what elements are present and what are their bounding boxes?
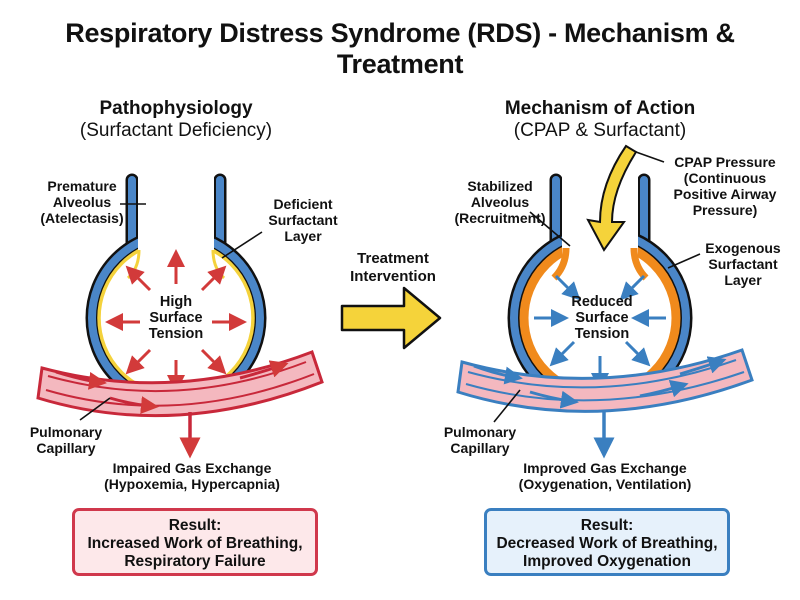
left-result-heading: Result: — [168, 517, 222, 534]
left-leaders — [79, 203, 263, 421]
arrow-up-right — [200, 265, 227, 292]
page-title: Respiratory Distress Syndrome (RDS) - Me… — [65, 18, 735, 79]
right-leaders — [493, 151, 701, 423]
right-tension-arrows — [534, 274, 666, 391]
right-result-box: Result: Decreased Work of Breathing, Imp… — [484, 508, 730, 576]
arrow-down-right — [200, 348, 227, 375]
left-heading: Pathophysiology (Surfactant Deficiency) — [60, 98, 292, 142]
arrow-in-up-left — [554, 274, 581, 301]
right-result-line1: Decreased Work of Breathing, — [496, 535, 718, 552]
right-heading-subtitle: (CPAP & Surfactant) — [513, 120, 687, 141]
label-left-capillary: Pulmonary Capillary — [29, 424, 103, 456]
arrow-down-left — [125, 348, 152, 375]
left-heading-title: Pathophysiology — [99, 98, 253, 119]
treatment-arrow — [340, 286, 442, 350]
arrow-out-down-right — [624, 340, 651, 367]
left-heading-subtitle: (Surfactant Deficiency) — [79, 120, 273, 141]
label-impaired-gas-exchange: Impaired Gas Exchange (Hypoxemia, Hyperc… — [104, 460, 280, 492]
label-exogenous-surfactant: Exogenous Surfactant Layer — [705, 240, 781, 288]
label-cpap-pressure: CPAP Pressure (Continuous Positive Airwa… — [673, 154, 777, 218]
label-reduced-surface-tension: Reduced Surface Tension — [571, 294, 633, 342]
cpap-pressure-arrow — [586, 144, 638, 252]
label-improved-gas-exchange: Improved Gas Exchange (Oxygenation, Vent… — [518, 460, 692, 492]
right-result-line2: Improved Oxygenation — [523, 553, 691, 570]
label-premature-alveolus: Premature Alveolus (Atelectasis) — [40, 178, 124, 226]
left-result-line2: Respiratory Failure — [124, 553, 266, 570]
arrow-up-left — [125, 265, 152, 292]
right-result-heading: Result: — [580, 517, 634, 534]
right-capillary — [456, 348, 754, 459]
arrow-in-up-right — [619, 274, 646, 301]
label-treatment-intervention: Treatment Intervention — [350, 250, 436, 285]
label-stabilized-alveolus: Stabilized Alveolus (Recruitment) — [454, 178, 546, 226]
left-result-box: Result: Increased Work of Breathing, Res… — [72, 508, 318, 576]
label-deficient-surfactant: Deficient Surfactant Layer — [268, 196, 338, 244]
arrow-out-down-left — [549, 340, 576, 367]
left-tension-arrows — [105, 249, 247, 393]
left-result-line1: Increased Work of Breathing, — [87, 535, 303, 552]
right-heading: Mechanism of Action (CPAP & Surfactant) — [470, 98, 730, 142]
label-right-capillary: Pulmonary Capillary — [443, 424, 517, 456]
label-high-surface-tension: High Surface Tension — [148, 294, 204, 342]
right-heading-title: Mechanism of Action — [504, 98, 696, 119]
